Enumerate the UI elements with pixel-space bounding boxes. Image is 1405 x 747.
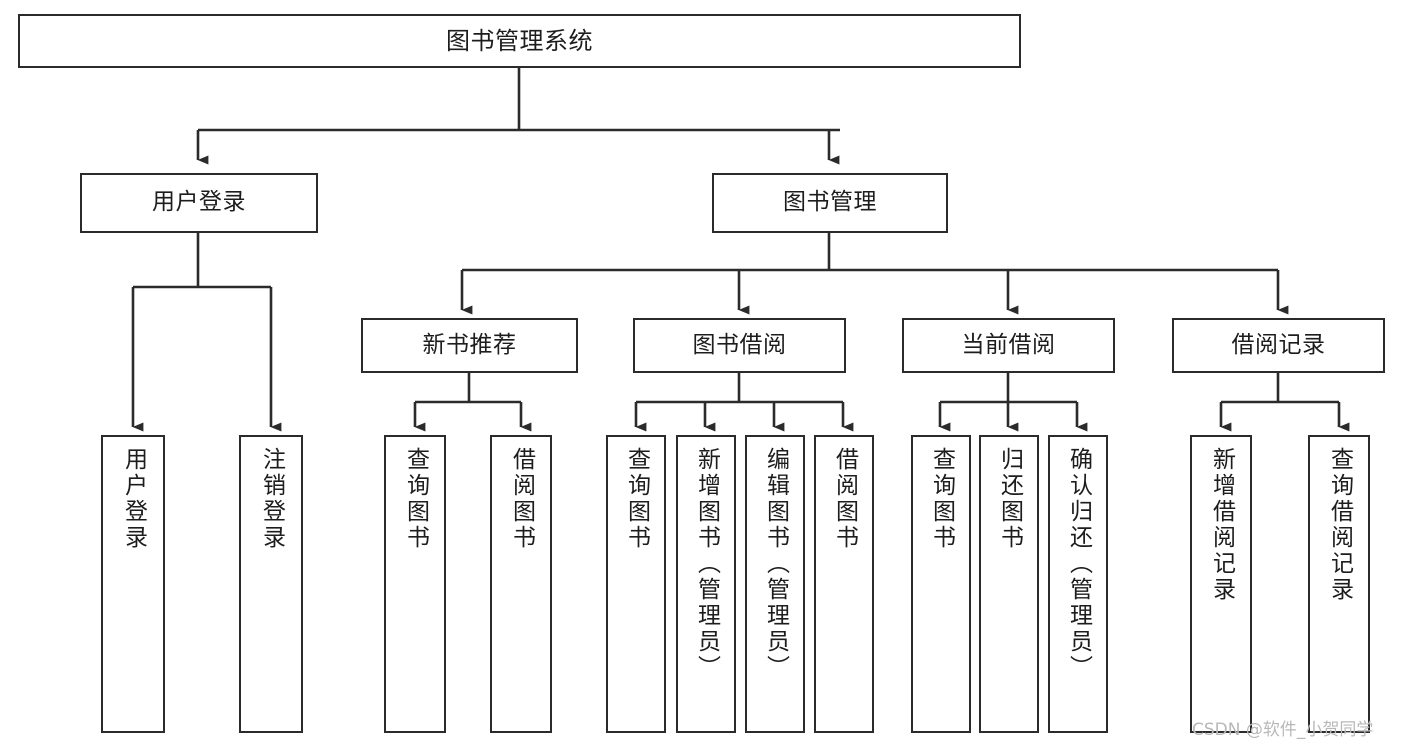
leaf-record-add-record[interactable]: 新增借阅记录 [1190, 435, 1252, 733]
leaf-borrow-edit-book-admin[interactable]: 编辑图书（管理员） [745, 435, 805, 733]
node-root-system[interactable]: 图书管理系统 [18, 14, 1021, 68]
node-label: 查询借阅记录 [1326, 447, 1353, 603]
node-label: 图书管理 [783, 189, 877, 216]
node-label: 查询图书 [402, 447, 429, 551]
leaf-recommend-borrow-book[interactable]: 借阅图书 [490, 435, 552, 733]
node-label: 当前借阅 [961, 331, 1056, 358]
node-label: 新书推荐 [422, 331, 517, 358]
leaf-current-confirm-return-admin[interactable]: 确认归还（管理员） [1048, 435, 1108, 733]
node-label: 新增图书（管理员） [693, 447, 720, 681]
node-book-borrow[interactable]: 图书借阅 [633, 318, 846, 373]
node-new-book-recommend[interactable]: 新书推荐 [361, 318, 578, 373]
node-label: 用户登录 [152, 189, 246, 216]
node-label: 确认归还（管理员） [1065, 447, 1092, 681]
leaf-borrow-borrow-book[interactable]: 借阅图书 [814, 435, 874, 733]
node-user-login[interactable]: 用户登录 [80, 173, 318, 233]
leaf-current-query-book[interactable]: 查询图书 [911, 435, 971, 733]
node-label: 注销登录 [258, 447, 285, 551]
node-label: 归还图书 [996, 447, 1023, 551]
node-label: 查询图书 [623, 447, 650, 551]
node-label: 查询图书 [928, 447, 955, 551]
csdn-watermark: CSDN @软件_小贺同学 [1192, 720, 1374, 740]
node-label: 编辑图书（管理员） [762, 447, 789, 681]
node-label: 图书借阅 [692, 331, 787, 358]
leaf-borrow-add-book-admin[interactable]: 新增图书（管理员） [676, 435, 736, 733]
node-label: 借阅图书 [508, 447, 535, 551]
leaf-current-return-book[interactable]: 归还图书 [979, 435, 1039, 733]
node-current-borrow[interactable]: 当前借阅 [902, 318, 1115, 373]
node-label: 用户登录 [120, 447, 147, 551]
node-borrow-record[interactable]: 借阅记录 [1172, 318, 1385, 373]
leaf-recommend-query-book[interactable]: 查询图书 [384, 435, 446, 733]
leaf-record-query-record[interactable]: 查询借阅记录 [1308, 435, 1370, 733]
node-label: 借阅记录 [1231, 331, 1326, 358]
leaf-user-login-signout[interactable]: 注销登录 [239, 435, 303, 733]
leaf-borrow-query-book[interactable]: 查询图书 [606, 435, 666, 733]
node-label: 新增借阅记录 [1208, 447, 1235, 603]
node-book-management[interactable]: 图书管理 [712, 173, 948, 233]
node-label: 图书管理系统 [446, 26, 593, 55]
node-label: 借阅图书 [831, 447, 858, 551]
leaf-user-login-signin[interactable]: 用户登录 [101, 435, 165, 733]
